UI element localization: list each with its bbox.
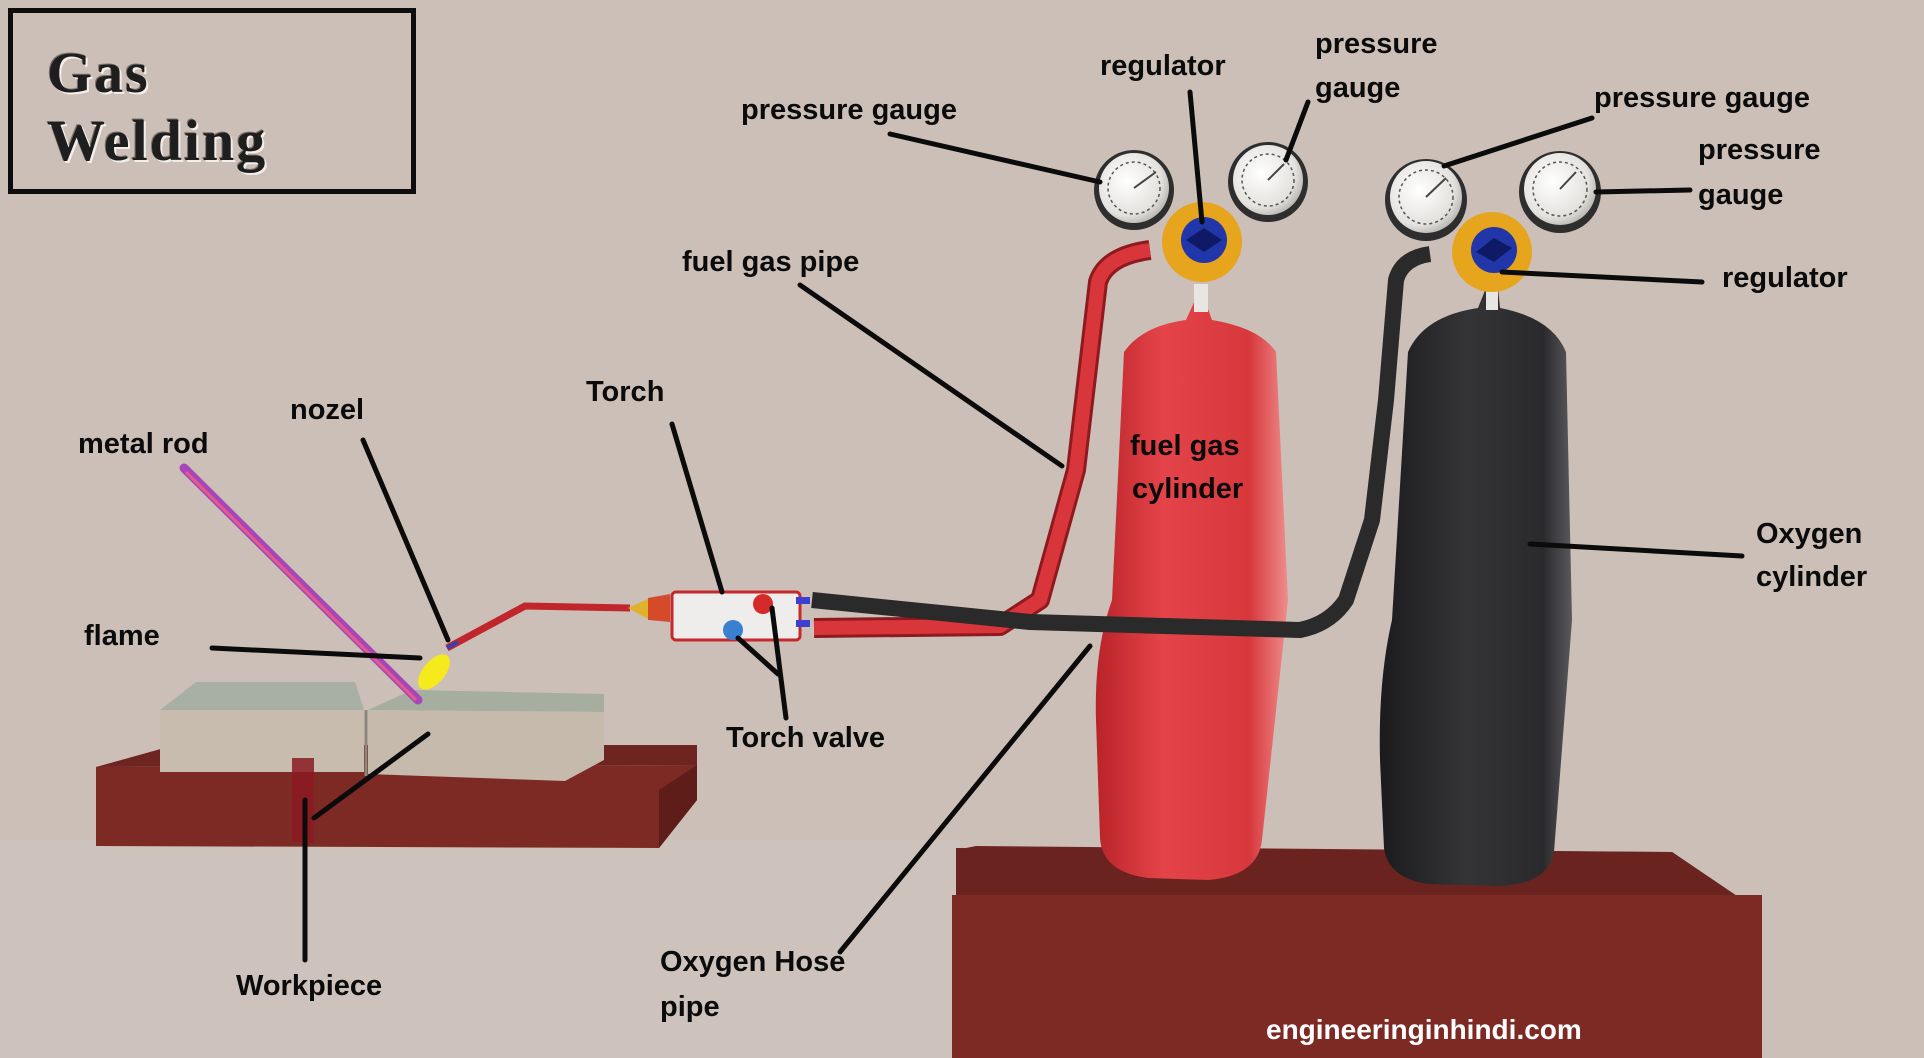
label-regulator-oxygen: regulator (1722, 262, 1848, 294)
label-torch: Torch (586, 376, 665, 408)
label-nozel: nozel (290, 394, 365, 426)
oxygen-pressure-gauge-left (1385, 159, 1467, 241)
label-fuel-gas-cylinder-1: fuel gas (1130, 430, 1240, 462)
leader-oxygen-hose (837, 643, 1093, 955)
leader-regulator-fuel (1187, 89, 1205, 225)
title-box: Gas Welding (8, 8, 416, 194)
label-metal-rod: metal rod (78, 428, 209, 460)
leader-pressure-gauge-fuel-right (1283, 99, 1311, 163)
label-flame: flame (84, 620, 160, 652)
torch (628, 590, 810, 642)
label-pressure-gauge-oxygen-right-2: gauge (1698, 179, 1784, 211)
fuel-pressure-gauge-left (1094, 150, 1174, 230)
leader-pressure-gauge-fuel-left (887, 131, 1103, 185)
oxygen-regulator (1452, 212, 1532, 292)
label-pressure-gauge-fuel-left: pressure gauge (741, 94, 957, 126)
label-pressure-gauge-oxygen-left: pressure gauge (1594, 82, 1810, 114)
torch-valve-blue (723, 620, 743, 640)
leader-lines (209, 89, 1745, 963)
leader-nozel (360, 437, 451, 643)
oxygen-pressure-gauge-right (1519, 151, 1601, 233)
leader-workpiece-diag (311, 731, 431, 821)
metal-rod-highlight (184, 470, 418, 702)
label-pressure-gauge-fuel-right-1: pressure (1315, 28, 1438, 60)
leader-torch (669, 421, 725, 595)
flame (418, 654, 450, 690)
fuel-gas-cylinder (1095, 284, 1288, 880)
label-oxygen-hose-pipe-2: pipe (660, 991, 720, 1023)
label-fuel-gas-pipe: fuel gas pipe (682, 246, 860, 278)
oxygen-hose-pipe (811, 246, 1432, 638)
workpiece-plates (160, 682, 604, 781)
leader-pressure-gauge-oxygen-left (1441, 115, 1595, 169)
title-line-2: Welding (47, 108, 268, 173)
watermark: engineeringinhindi.com (1266, 1014, 1582, 1045)
fuel-regulator (1162, 202, 1242, 282)
leader-regulator-oxygen (1499, 269, 1705, 285)
leader-oxygen-cylinder (1527, 541, 1745, 559)
leader-torch-valve-2 (769, 605, 789, 721)
torch-valve-red (753, 594, 773, 614)
nozzle-tip (446, 640, 459, 650)
fuel-gas-pipe-highlight (813, 243, 1152, 635)
leader-pressure-gauge-oxygen-right (1593, 187, 1693, 195)
label-torch-valve: Torch valve (726, 722, 886, 754)
label-pressure-gauge-oxygen-right-1: pressure (1698, 134, 1821, 166)
label-fuel-gas-cylinder-2: cylinder (1132, 473, 1244, 505)
label-oxygen-cylinder-2: cylinder (1756, 561, 1868, 593)
leader-flame (209, 645, 423, 661)
leader-torch-valve-1 (735, 635, 781, 677)
label-workpiece: Workpiece (236, 970, 383, 1002)
torch-neck (445, 602, 631, 652)
label-regulator-fuel: regulator (1100, 50, 1226, 82)
fuel-pressure-gauge-right (1228, 142, 1308, 222)
label-pressure-gauge-fuel-right-2: gauge (1315, 72, 1401, 104)
label-oxygen-cylinder-1: Oxygen (1756, 518, 1863, 550)
oxygen-cylinder (1379, 284, 1572, 886)
floor-shadow (0, 840, 960, 1058)
label-oxygen-hose-pipe-1: Oxygen Hose (660, 946, 846, 978)
title-line-1: Gas (47, 40, 150, 105)
leader-fuel-gas-pipe (797, 282, 1065, 469)
